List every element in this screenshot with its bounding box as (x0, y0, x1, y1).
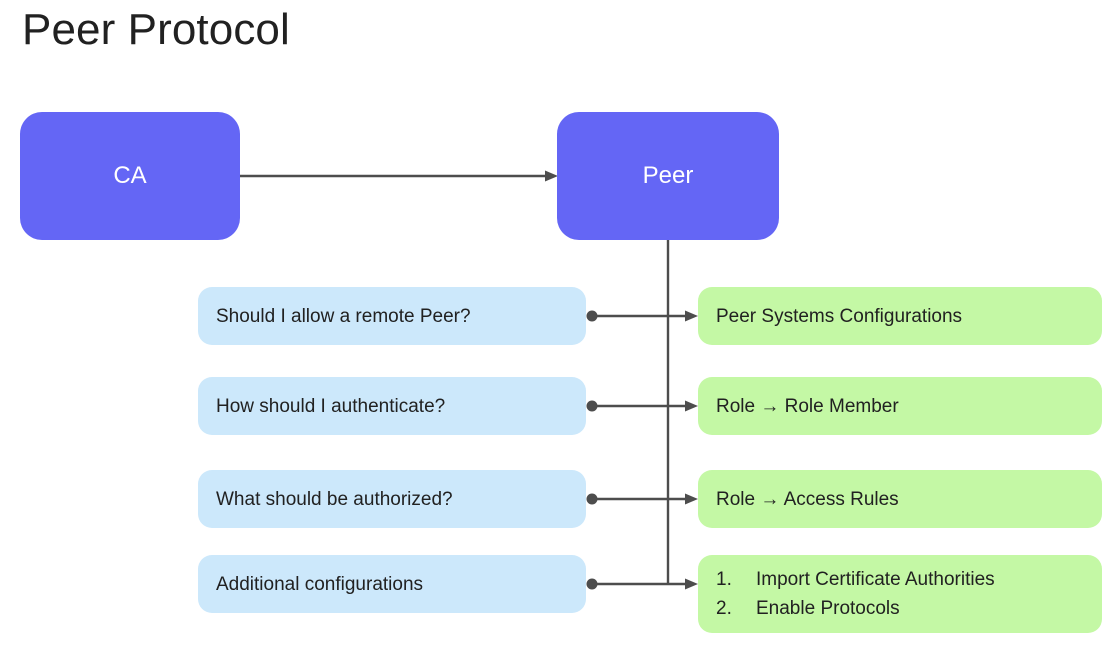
node-question-additional-configurations[interactable]: Additional configurations (198, 555, 586, 613)
list-item: 2. Enable Protocols (716, 594, 995, 623)
node-question-allow-remote-peer-label: Should I allow a remote Peer? (216, 305, 471, 327)
node-question-authenticate[interactable]: How should I authenticate? (198, 377, 586, 435)
edge-q2-to-a2 (586, 400, 698, 412)
node-ca[interactable]: CA (20, 112, 240, 240)
node-answer-role-role-member[interactable]: Role → Role Member (698, 377, 1102, 435)
node-question-authenticate-label: How should I authenticate? (216, 395, 446, 417)
edge-q4-to-a4 (586, 578, 698, 590)
node-answer-role-role-member-label: Role → Role Member (716, 395, 899, 417)
node-question-additional-configurations-label: Additional configurations (216, 573, 424, 595)
list-item-label: Import Certificate Authorities (756, 569, 995, 590)
node-answer-role-access-rules-label: Role → Access Rules (716, 488, 899, 510)
node-question-allow-remote-peer[interactable]: Should I allow a remote Peer? (198, 287, 586, 345)
list-item-label: Enable Protocols (756, 598, 900, 619)
node-ca-label: CA (113, 162, 147, 189)
edge-q1-to-a1 (586, 310, 698, 322)
edge-q3-to-a3 (586, 493, 698, 505)
list-item-number: 2. (716, 598, 732, 619)
node-answer-role-access-rules[interactable]: Role → Access Rules (698, 470, 1102, 528)
node-answer-peer-systems-configurations[interactable]: Peer Systems Configurations (698, 287, 1102, 345)
node-answer-additional-steps-list: 1. Import Certificate Authorities 2. Ena… (716, 565, 995, 623)
edge-ca-to-peer (240, 170, 558, 182)
node-answer-peer-systems-configurations-label: Peer Systems Configurations (716, 305, 963, 327)
list-item-number: 1. (716, 569, 732, 590)
node-question-authorized-label: What should be authorized? (216, 488, 453, 510)
node-answer-additional-steps[interactable]: 1. Import Certificate Authorities 2. Ena… (698, 555, 1102, 633)
node-peer[interactable]: Peer (557, 112, 779, 240)
page-title: Peer Protocol (22, 5, 290, 54)
node-peer-label: Peer (642, 162, 694, 189)
list-item: 1. Import Certificate Authorities (716, 565, 995, 594)
node-question-authorized[interactable]: What should be authorized? (198, 470, 586, 528)
